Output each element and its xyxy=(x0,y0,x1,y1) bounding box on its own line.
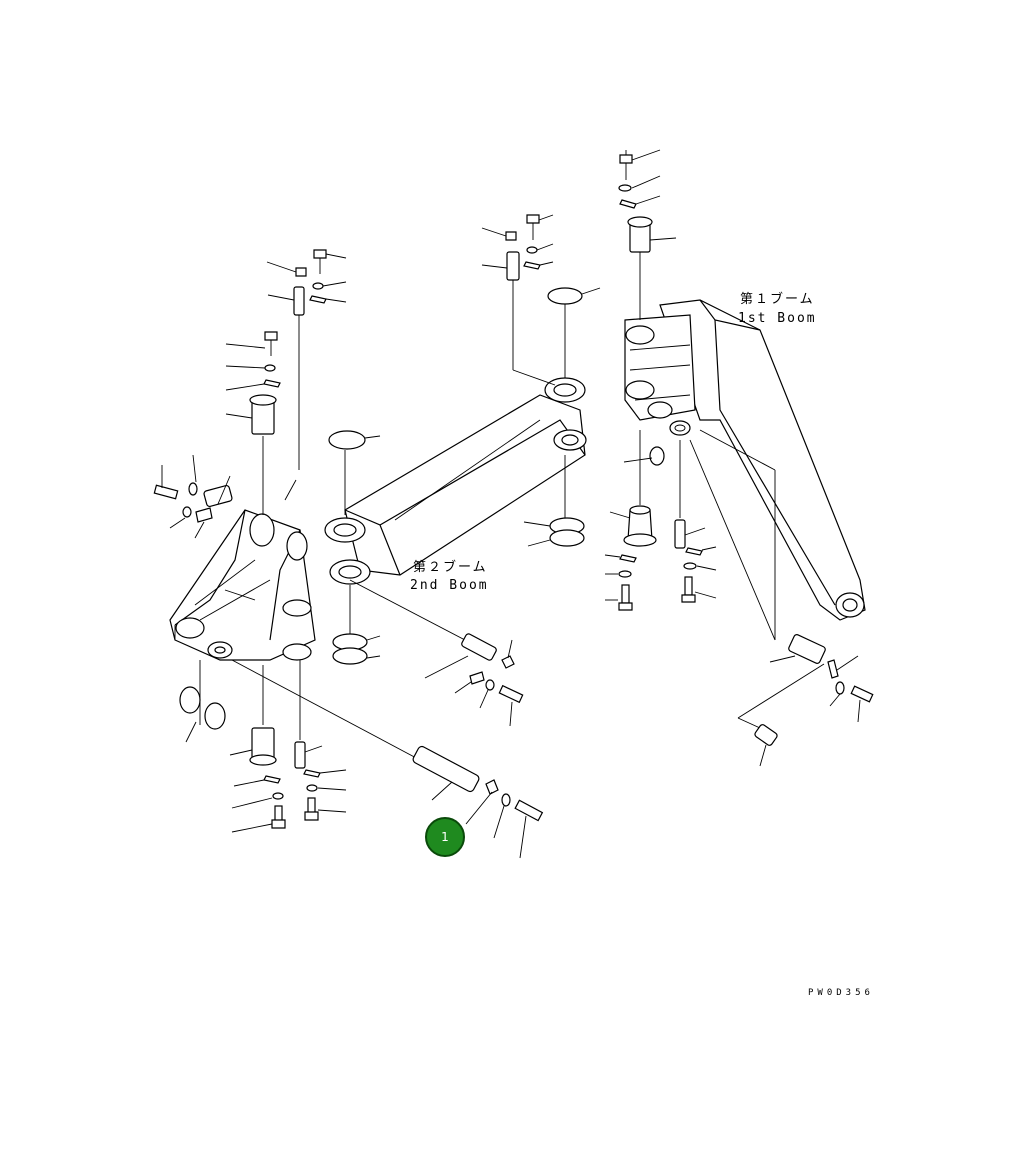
first-boom-top-hardware xyxy=(618,149,677,320)
first-boom-bottom-hardware xyxy=(604,429,776,641)
swing-bracket-side-hardware xyxy=(153,454,421,761)
swing-bracket-assembly xyxy=(169,509,316,661)
first-boom-assembly xyxy=(624,299,866,621)
second-boom-top-hardware xyxy=(328,214,601,665)
swing-bracket-top-hardware xyxy=(225,249,347,740)
first-boom-label-en: 1st Boom xyxy=(738,311,817,326)
first-boom-label-jp: 第１ブーム xyxy=(740,292,815,307)
second-boom-label-en: 2nd Boom xyxy=(410,578,489,593)
second-boom-assembly xyxy=(324,280,587,640)
callout-1-marker[interactable]: 1 xyxy=(425,817,465,857)
swing-bracket-bottom-hardware xyxy=(229,727,347,833)
first-boom-side-pin xyxy=(737,634,874,767)
second-boom-side-pin xyxy=(349,579,524,727)
main-pin-group xyxy=(412,745,544,859)
second-boom-label-jp: 第２ブーム xyxy=(413,560,488,575)
drawing-code: PW0D356 xyxy=(808,988,874,998)
